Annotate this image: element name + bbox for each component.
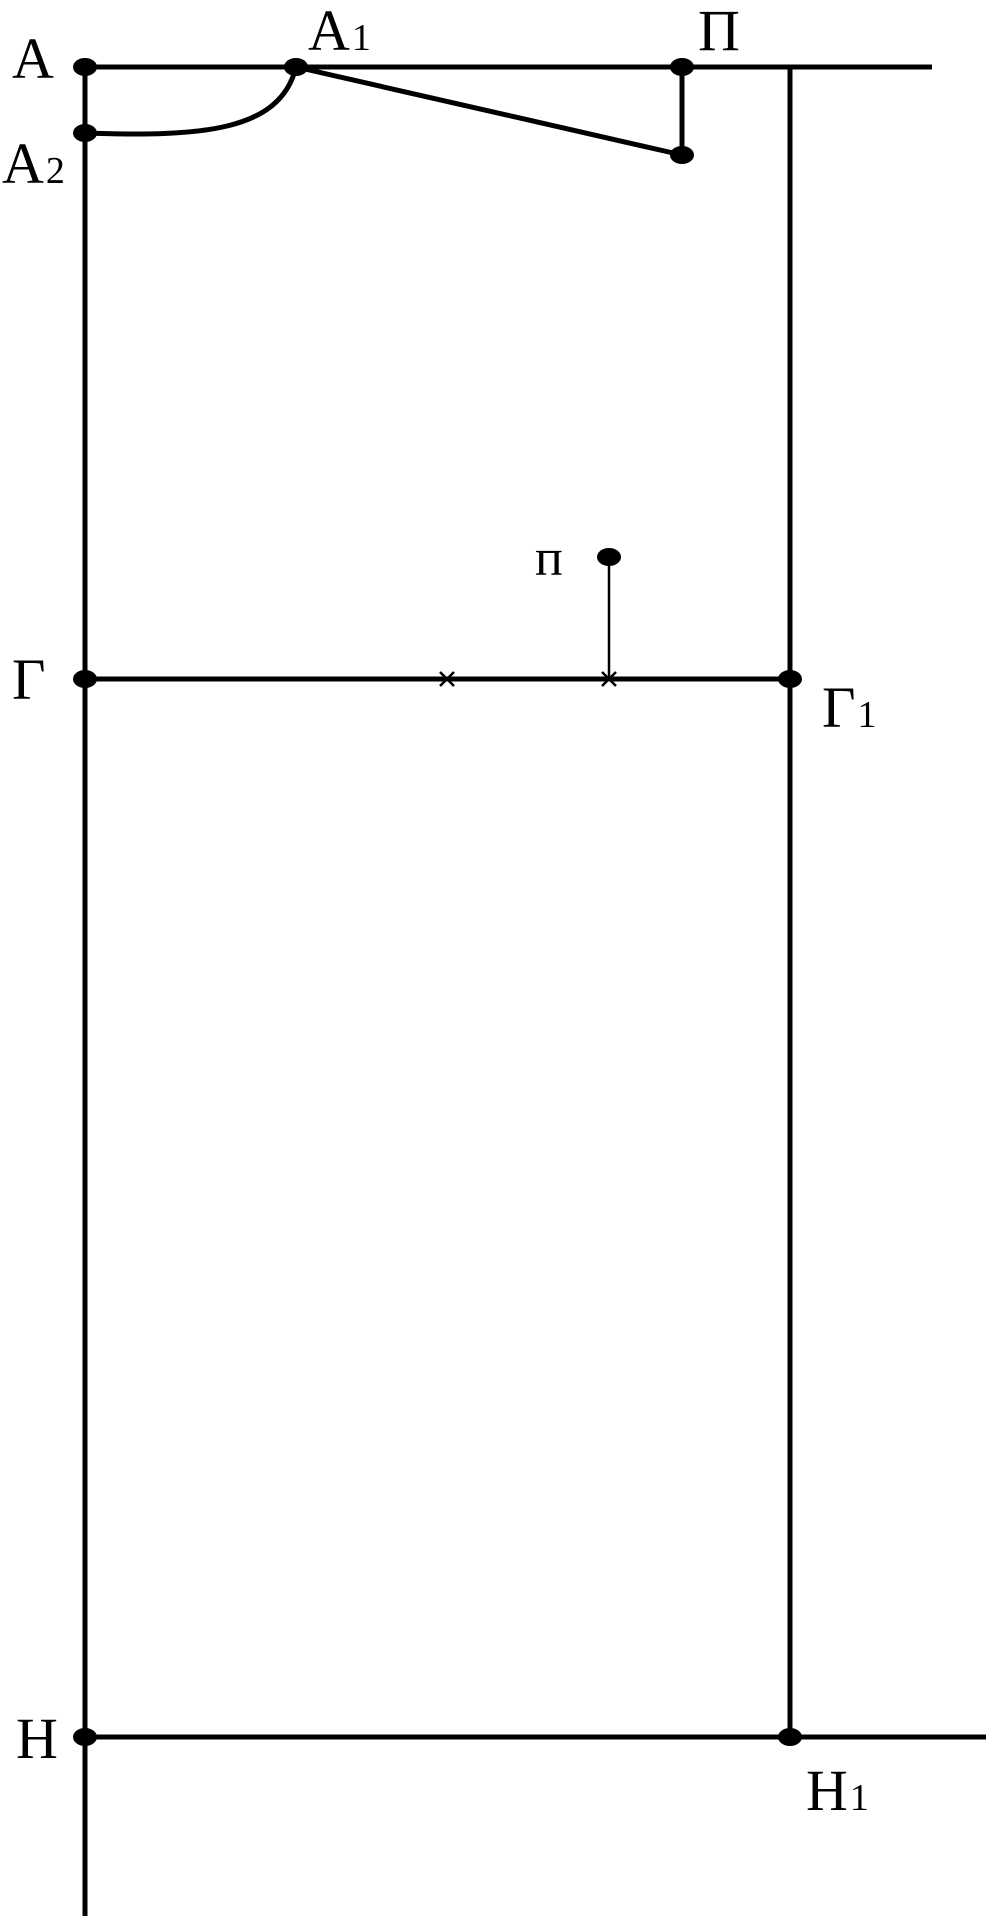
point-H xyxy=(73,1728,97,1746)
neckline-curve xyxy=(84,66,299,137)
label-A: А xyxy=(12,26,54,91)
label-G: Г xyxy=(12,647,46,712)
label-A1: А1 xyxy=(308,0,371,63)
point-shoulder-end xyxy=(670,146,694,164)
label-A2: А2 xyxy=(2,131,65,196)
point-A2 xyxy=(73,124,97,142)
point-A1 xyxy=(284,58,308,76)
label-G1: Г1 xyxy=(822,675,877,740)
cross-mark-2 xyxy=(601,671,617,687)
point-A xyxy=(73,58,97,76)
point-p xyxy=(597,548,621,566)
point-G xyxy=(73,670,97,688)
point-P xyxy=(670,58,694,76)
point-G1 xyxy=(778,670,802,688)
label-H: Н xyxy=(16,1706,58,1771)
shoulder-line xyxy=(295,64,683,158)
label-p: п xyxy=(535,530,563,587)
label-H1: Н1 xyxy=(806,1758,869,1823)
cross-mark-1 xyxy=(439,671,455,687)
label-P: П xyxy=(698,0,740,63)
point-H1 xyxy=(778,1728,802,1746)
